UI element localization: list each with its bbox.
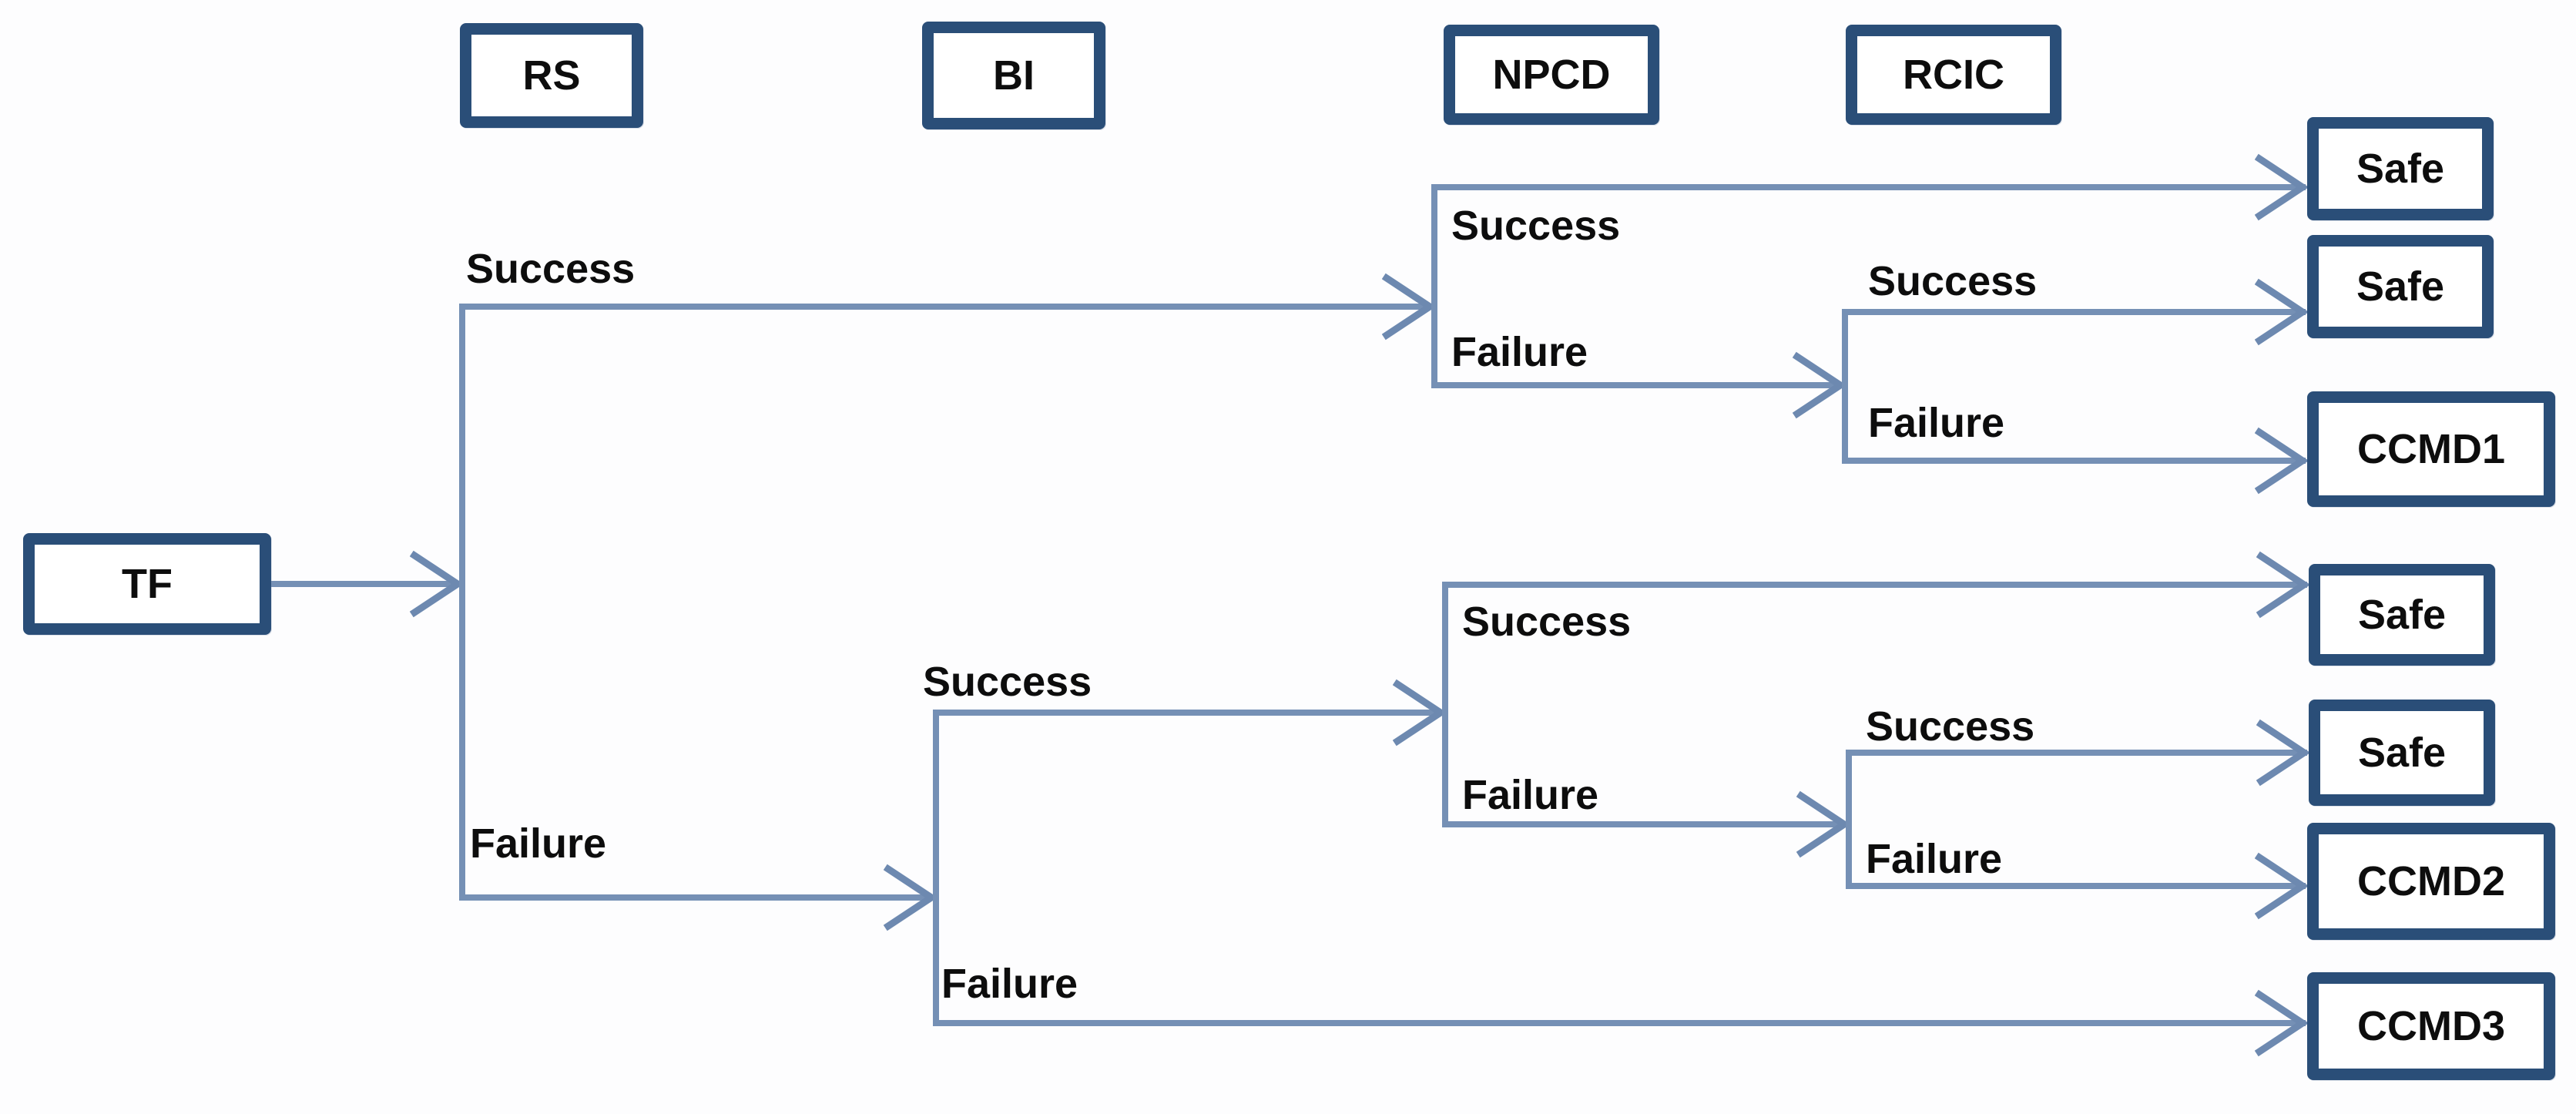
rcic1-success-label: Success	[1868, 258, 2038, 304]
npcd2-success-label: Success	[1462, 599, 1632, 645]
outcome-safe-1-label: Safe	[2356, 146, 2445, 192]
outcome-safe-4-label: Safe	[2357, 730, 2447, 776]
outcome-ccmd1-label: CCMD1	[2356, 426, 2505, 472]
tf-box: TF	[23, 533, 271, 635]
outcome-safe-1: Safe	[2307, 117, 2494, 220]
outcome-safe-2-label: Safe	[2356, 263, 2445, 310]
rcic1-failure-label: Failure	[1868, 400, 2005, 446]
rcic-header-box: RCIC	[1846, 25, 2061, 125]
outcome-safe-2: Safe	[2307, 235, 2494, 338]
rs-failure-label: Failure	[470, 820, 607, 867]
outcome-ccmd1: CCMD1	[2307, 391, 2555, 507]
bi-header-box-label: BI	[993, 52, 1035, 99]
npcd1-success-label: Success	[1451, 203, 1621, 249]
outcome-safe-4: Safe	[2309, 700, 2495, 806]
outcome-ccmd2-label: CCMD2	[2356, 858, 2505, 904]
bi-header-box: BI	[922, 22, 1105, 129]
rcic-header-box-label: RCIC	[1903, 52, 2004, 98]
outcome-ccmd3-label: CCMD3	[2356, 1003, 2505, 1049]
npcd-header-box: NPCD	[1444, 25, 1659, 125]
npcd2-failure-label: Failure	[1462, 772, 1599, 818]
rs-success-label: Success	[466, 246, 636, 292]
rcic2-failure-label: Failure	[1866, 836, 2003, 882]
bi-success-label: Success	[923, 659, 1092, 705]
npcd-header-box-label: NPCD	[1492, 52, 1611, 98]
rcic2-success-label: Success	[1866, 703, 2035, 750]
npcd1-failure-label: Failure	[1451, 329, 1588, 375]
tf-box-label: TF	[122, 561, 173, 607]
rs-header-box: RS	[460, 23, 643, 128]
outcome-safe-3: Safe	[2309, 564, 2495, 666]
outcome-ccmd3: CCMD3	[2307, 972, 2555, 1080]
outcome-ccmd2: CCMD2	[2307, 823, 2555, 940]
rs-header-box-label: RS	[522, 52, 581, 99]
bi-failure-label: Failure	[941, 961, 1078, 1007]
outcome-safe-3-label: Safe	[2357, 592, 2447, 638]
